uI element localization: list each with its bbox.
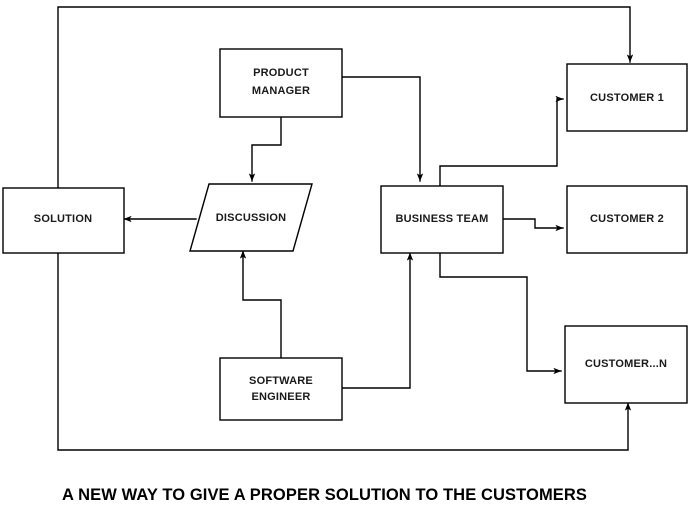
node-customer-1[interactable]: CUSTOMER 1 — [566, 63, 688, 132]
edge-business-team-to-customer-n — [439, 252, 562, 375]
edge-product-manager-to-business-team — [341, 76, 424, 182]
discussion-parallelogram[interactable] — [189, 183, 313, 252]
node-product-manager[interactable]: PRODUCT MANAGER — [219, 48, 343, 118]
software-engineer-label-line2: ENGINEER — [251, 391, 310, 403]
node-customer-n[interactable]: CUSTOMER...N — [564, 325, 688, 404]
diagram-caption: A NEW WAY TO GIVE A PROPER SOLUTION TO T… — [62, 486, 587, 504]
edge-solution-loop-bottom-to-customer-n — [57, 252, 632, 451]
product-manager-label-line2: MANAGER — [252, 85, 310, 97]
product-manager-label-line1: PRODUCT — [253, 67, 309, 79]
customer-2-label: CUSTOMER 2 — [590, 213, 664, 225]
software-engineer-box[interactable] — [219, 357, 343, 421]
customer-n-box[interactable] — [564, 325, 688, 404]
discussion-label: DISCUSSION — [216, 212, 286, 224]
business-team-box[interactable] — [380, 185, 504, 254]
node-business-team[interactable]: BUSINESS TEAM — [380, 185, 504, 254]
edge-software-engineer-to-discussion — [239, 250, 282, 359]
edge-software-engineer-to-business-team — [341, 252, 414, 389]
solution-label: SOLUTION — [34, 213, 92, 225]
edge-business-team-to-customer-2 — [502, 218, 564, 232]
customer-2-box[interactable] — [566, 185, 688, 254]
customer-1-label: CUSTOMER 1 — [590, 92, 664, 104]
node-customer-2[interactable]: CUSTOMER 2 — [566, 185, 688, 254]
node-software-engineer[interactable]: SOFTWARE ENGINEER — [219, 357, 343, 421]
product-manager-box[interactable] — [219, 48, 343, 118]
solution-box[interactable] — [2, 187, 125, 254]
edge-business-team-to-customer-1 — [439, 95, 564, 187]
software-engineer-label-line1: SOFTWARE — [249, 375, 313, 387]
node-discussion[interactable]: DISCUSSION — [189, 183, 313, 252]
customer-n-label: CUSTOMER...N — [585, 358, 667, 370]
edge-solution-loop-top-to-customer-1 — [57, 6, 634, 189]
customer-1-box[interactable] — [566, 63, 688, 132]
edge-product-manager-to-discussion — [248, 116, 282, 182]
business-team-label: BUSINESS TEAM — [395, 213, 488, 225]
node-solution[interactable]: SOLUTION — [2, 187, 125, 254]
